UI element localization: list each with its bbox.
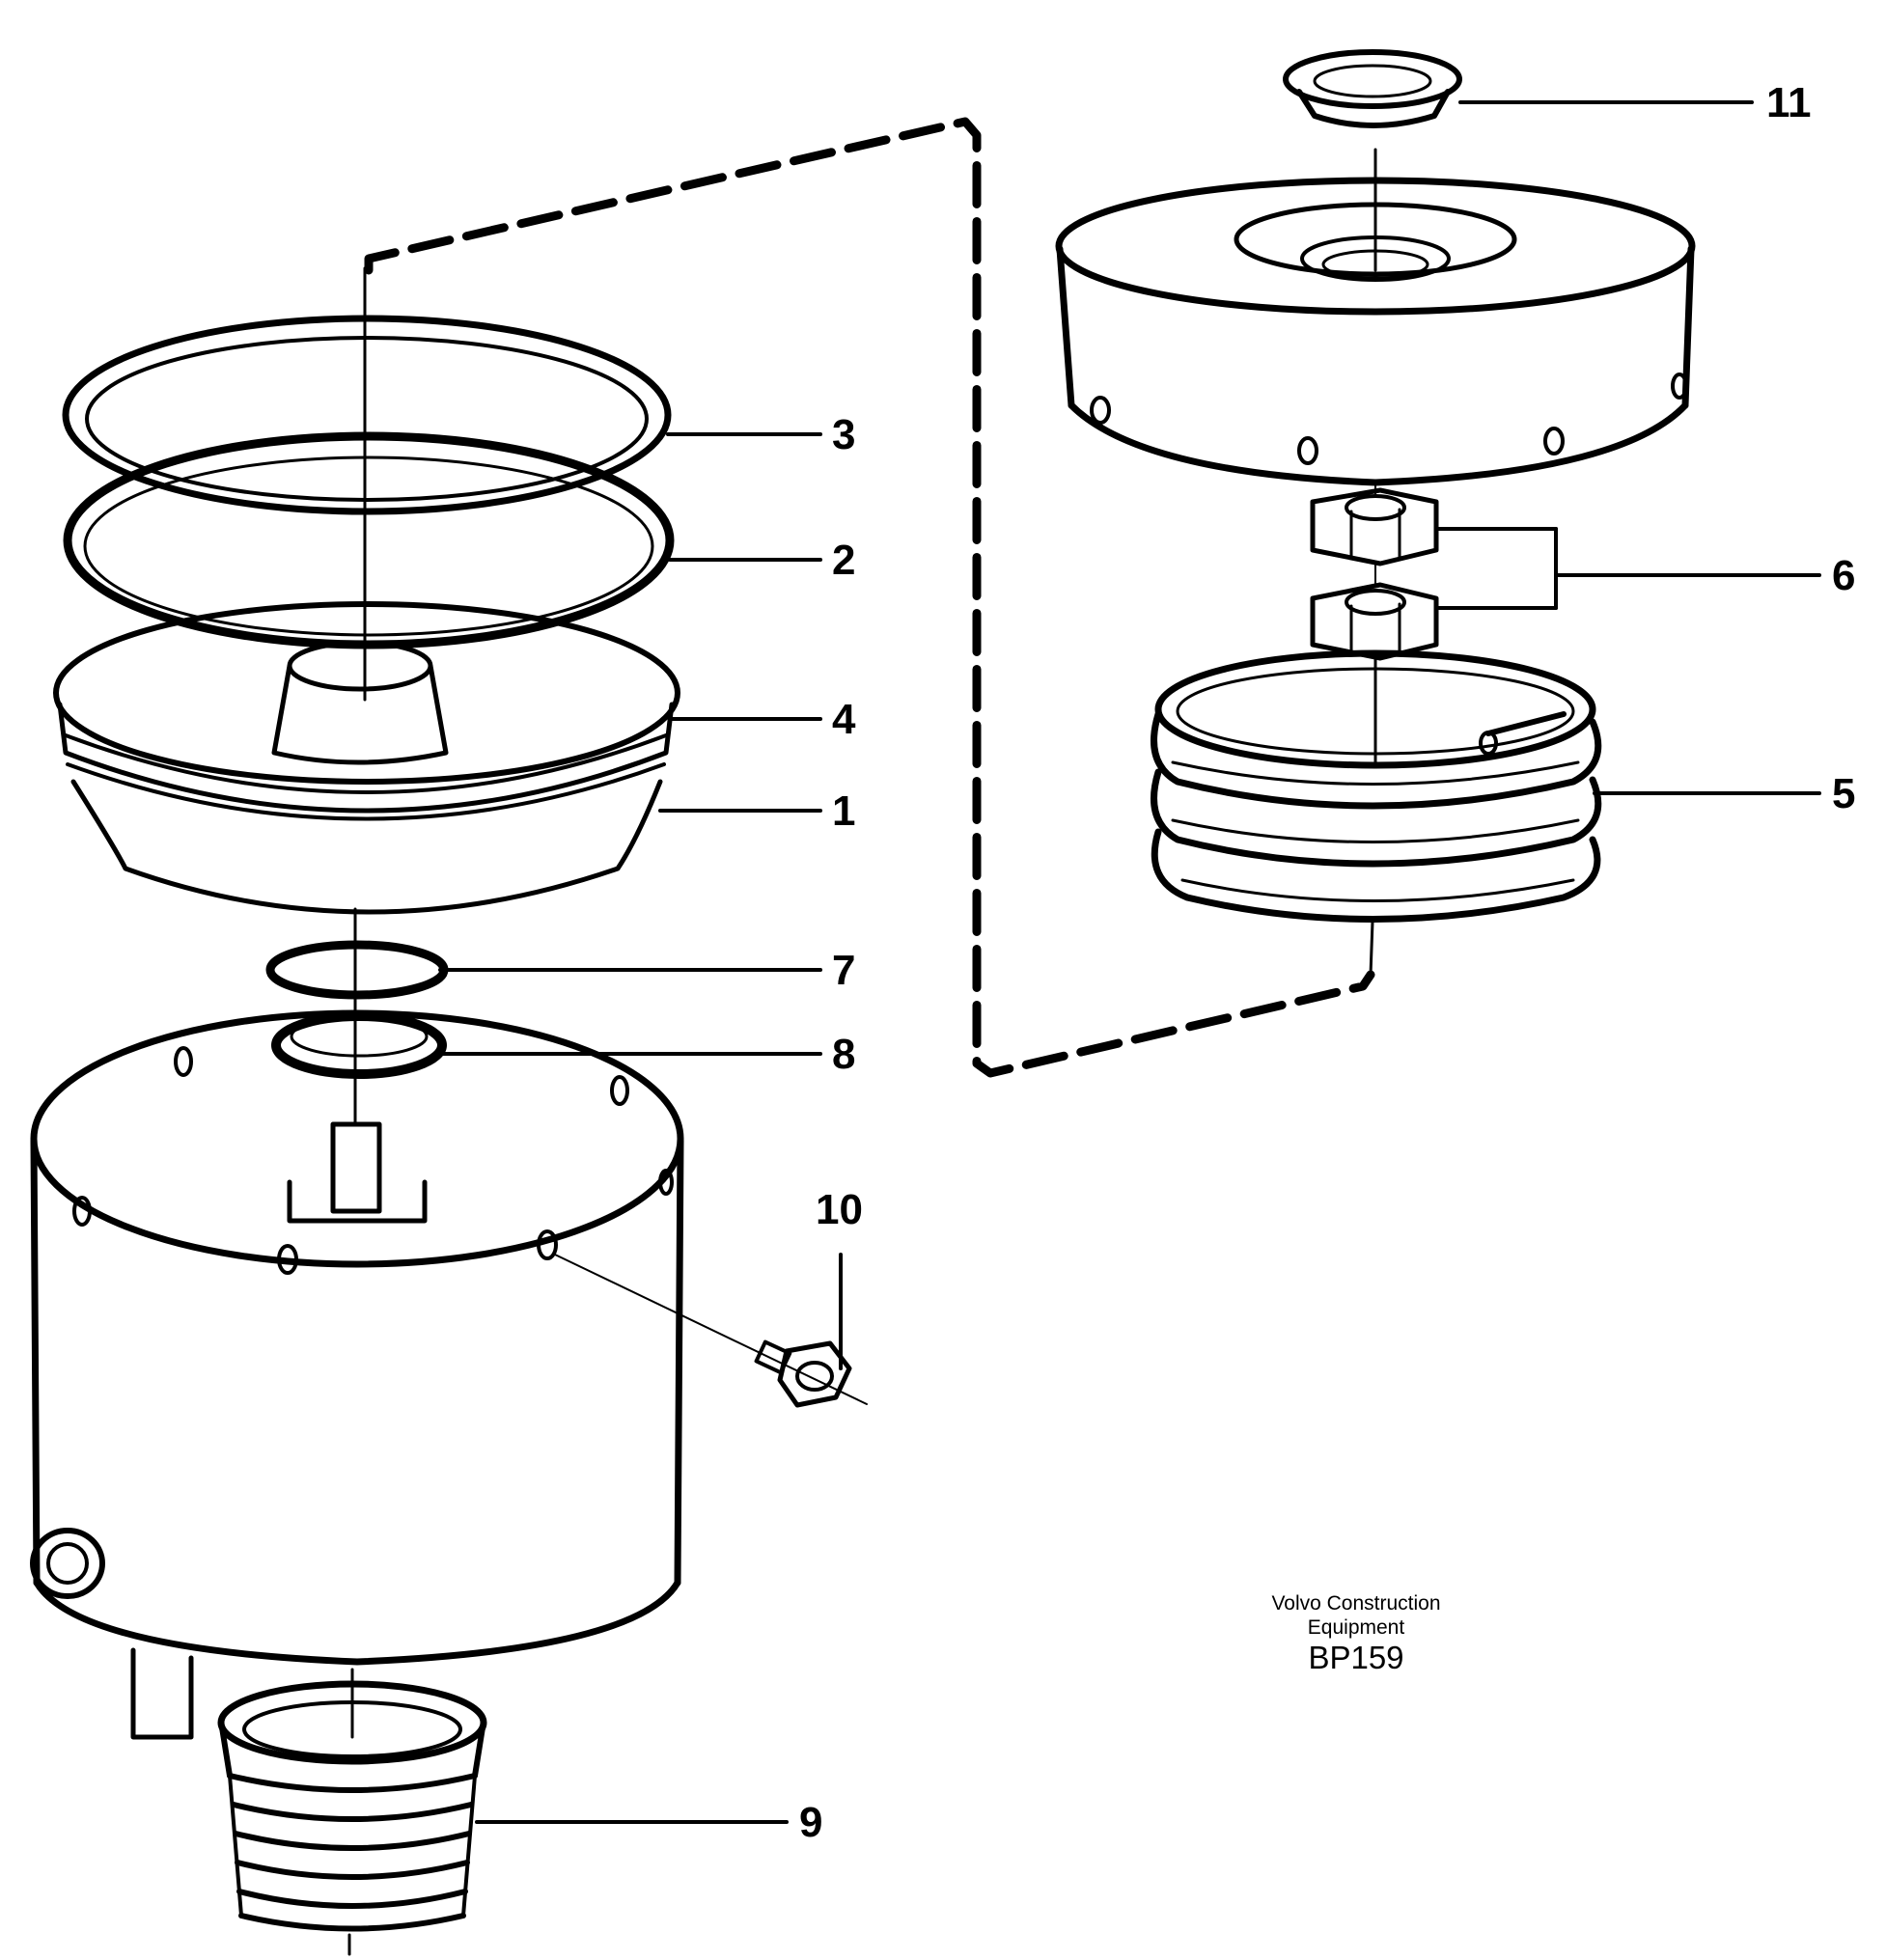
callout-3: 3 [832,411,855,458]
callout-10: 10 [816,1186,863,1233]
seal-ring-part-7 [265,940,449,1000]
callout-4: 4 [832,696,856,743]
credit-line-2: Equipment [1308,1616,1405,1639]
leader-lines [438,100,1821,1824]
callout-2: 2 [832,537,855,584]
callout-11: 11 [1766,79,1812,126]
cap-part-11 [1283,49,1462,128]
callout-5: 5 [1832,770,1855,817]
callout-1: 1 [832,787,855,835]
callout-8: 8 [832,1031,855,1078]
lower-housing [30,1009,684,1740]
callout-6: 6 [1832,552,1855,599]
hex-nuts-part-6 [1310,482,1439,661]
credit-line-1: Volvo Construction [1271,1592,1440,1615]
callout-7: 7 [832,947,855,994]
screw-part-10 [554,1254,868,1408]
callout-9: 9 [799,1799,822,1846]
drawing-code: BP159 [1308,1640,1403,1675]
ring-part-3 [62,315,672,515]
seal-ring-part-8 [271,1011,447,1079]
dashed-assembly-link [364,117,1375,1078]
bowl-part-1 [53,601,680,915]
o-ring-part-2 [63,431,675,649]
centre-line-right-bottom [1369,920,1374,977]
